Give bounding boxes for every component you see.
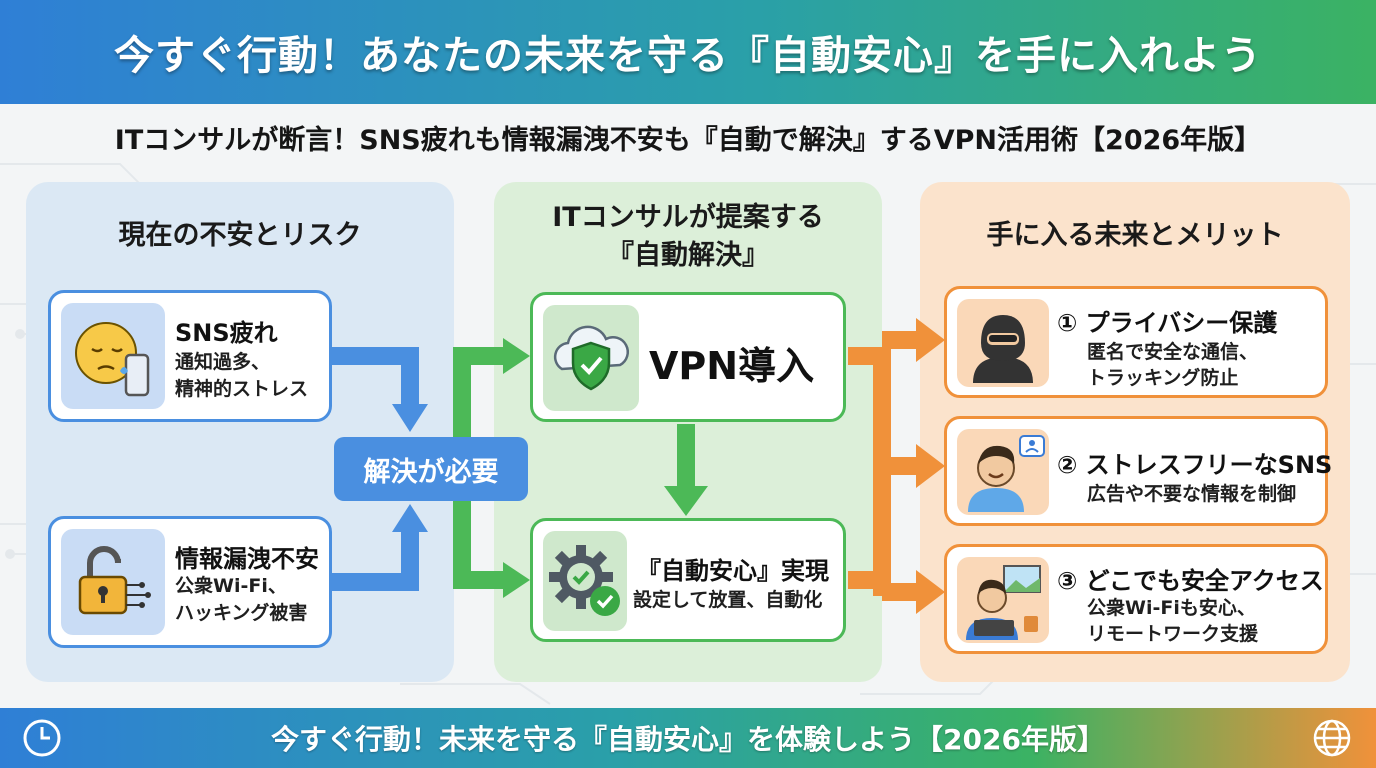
- risk2-title: 情報漏洩不安: [175, 545, 319, 573]
- benefit-card-privacy: ① プライバシー保護 匿名で安全な通信、 トラッキング防止: [944, 286, 1328, 398]
- benefit-card-secure-access: ③ どこでも安全アクセス 公衆Wi-Fiも安心、 リモートワーク支援: [944, 544, 1328, 654]
- arrow-need-to-auto: [453, 470, 505, 589]
- risk2-desc-line2: ハッキング被害: [175, 602, 308, 624]
- solution-needed-badge: 解決が必要: [334, 437, 528, 501]
- arrow-to-benefits-trunk: [848, 347, 891, 596]
- benefit-card-stress-free-sns: ② ストレスフリーなSNS 広告や不要な情報を制御: [944, 416, 1332, 526]
- footer-banner: 今すぐ行動！未来を守る『自動安心』を体験しよう【2026年版】: [0, 708, 1376, 768]
- auto-title: 『自動安心』実現: [637, 557, 829, 585]
- globe-icon: [1313, 719, 1351, 757]
- tired-face-phone-icon: [61, 303, 165, 409]
- smiling-user-icon: [957, 429, 1049, 515]
- risk-card-sns-fatigue: SNS疲れ 通知過多、 精神的ストレス: [48, 290, 332, 422]
- auto-safety-card: 『自動安心』実現 設定して放置、自動化: [530, 518, 846, 642]
- panel-title-benefits: 手に入る未来とメリット: [986, 220, 1284, 251]
- risk2-desc-line1: 公衆Wi-Fi、: [175, 575, 287, 597]
- benefit1-title: ① プライバシー保護: [1057, 309, 1278, 337]
- benefit1-desc-line2: トラッキング防止: [1087, 367, 1239, 389]
- panel-title-risks: 現在の不安とリスク: [118, 220, 362, 251]
- risk-card-data-leak: 情報漏洩不安 公衆Wi-Fi、 ハッキング被害: [48, 516, 332, 648]
- benefit2-desc-line1: 広告や不要な情報を制御: [1087, 483, 1297, 505]
- benefit3-desc-line1: 公衆Wi-Fiも安心、: [1087, 597, 1256, 619]
- unlocked-padlock-icon: [61, 529, 165, 635]
- vpn-title: VPN導入: [649, 344, 815, 388]
- footer-call-to-action: 今すぐ行動！未来を守る『自動安心』を体験しよう【2026年版】: [271, 723, 1105, 756]
- remote-worker-icon: [957, 557, 1049, 643]
- risk1-title: SNS疲れ: [175, 319, 278, 347]
- vpn-adoption-card: VPN導入: [530, 292, 846, 422]
- risk1-desc-line2: 精神的ストレス: [175, 378, 309, 400]
- benefit1-desc-line1: 匿名で安全な通信、: [1087, 341, 1259, 363]
- clock-icon: [23, 719, 61, 757]
- arrow-risk2-to-need: [332, 530, 419, 591]
- gear-check-icon: [543, 531, 627, 631]
- cloud-shield-icon: [543, 305, 639, 411]
- benefit2-title: ② ストレスフリーなSNS: [1057, 451, 1333, 479]
- subtitle: ITコンサルが断言！SNS疲れも情報漏洩不安も『自動で解決』するVPN活用術【2…: [114, 125, 1262, 156]
- masked-hacker-icon: [957, 299, 1049, 387]
- risk1-desc-line1: 通知過多、: [175, 351, 271, 373]
- arrow-risk1-to-need: [332, 347, 419, 405]
- panel-title-solution-line2: 『自動解決』: [607, 240, 769, 271]
- page-title: 今すぐ行動！あなたの未来を守る『自動安心』を手に入れよう: [114, 33, 1262, 79]
- auto-desc: 設定して放置、自動化: [633, 589, 823, 611]
- arrow-head-up: [392, 504, 428, 532]
- benefit3-title: ③ どこでも安全アクセス: [1057, 567, 1324, 595]
- header-banner: 今すぐ行動！あなたの未来を守る『自動安心』を手に入れよう: [0, 0, 1376, 104]
- panel-title-solution-line1: ITコンサルが提案する: [552, 202, 824, 233]
- benefit3-desc-line2: リモートワーク支援: [1087, 623, 1259, 645]
- arrow-head-down: [392, 404, 428, 432]
